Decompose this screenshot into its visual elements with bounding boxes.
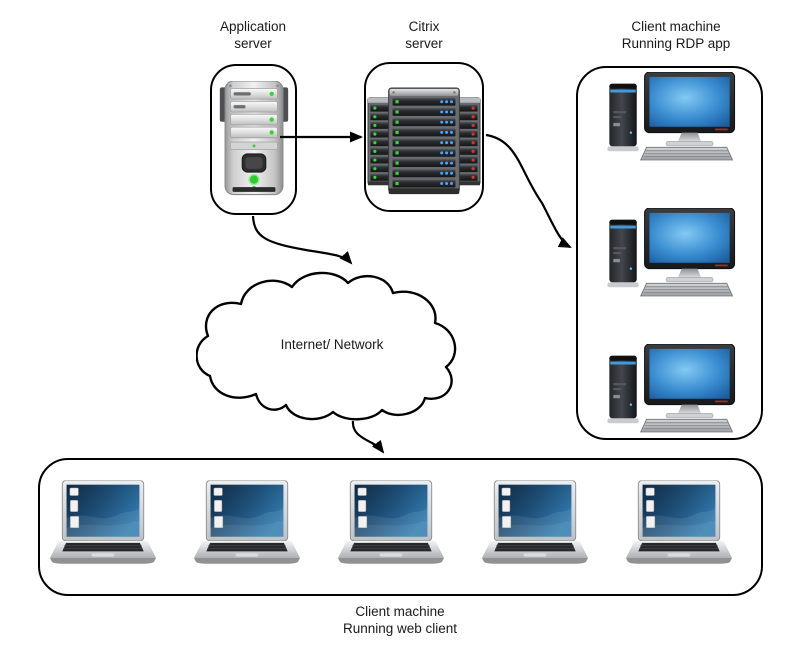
web-laptop-group (50, 478, 732, 568)
rdp-clients-box (576, 66, 763, 440)
laptop-icon (50, 478, 156, 568)
laptop-icon (482, 478, 588, 568)
app-server-box (210, 64, 297, 215)
arrow-app-to-cloud (251, 215, 353, 265)
web-clients-label: Client machine Running web client (342, 604, 458, 636)
laptop-icon (194, 478, 300, 568)
web-clients-box (38, 458, 763, 596)
internet-cloud-label: Internet/ Network (280, 337, 384, 352)
citrix-server-label: Citrix server (405, 19, 443, 51)
laptop-icon (338, 478, 444, 568)
rdp-desktop-group (599, 72, 741, 434)
desktop-computer-icon (599, 72, 741, 162)
citrix-server-box (364, 62, 484, 212)
laptop-icon (626, 478, 732, 568)
rdp-clients-label: Client machine Running RDP app (621, 19, 731, 51)
app-server-label: Application server (219, 19, 287, 51)
desktop-computer-icon (599, 344, 741, 434)
arrow-citrix-to-rdp (485, 133, 572, 248)
tower-server-icon (219, 81, 289, 201)
desktop-computer-icon (599, 208, 741, 298)
rack-server-icon (367, 86, 481, 202)
internet-cloud-shape (196, 271, 457, 421)
